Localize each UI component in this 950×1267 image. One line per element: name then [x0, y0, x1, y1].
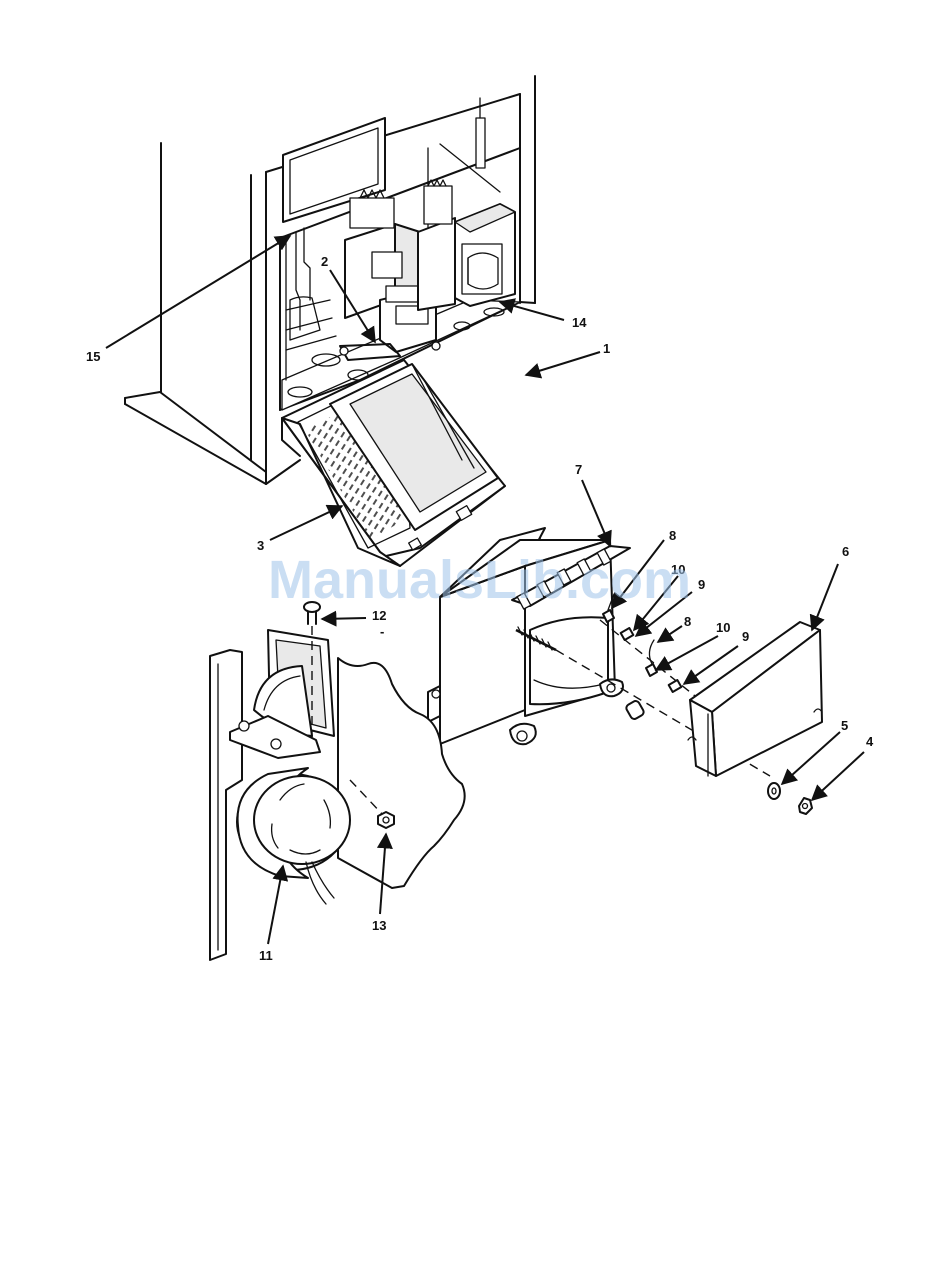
callout-9a: 9 — [698, 577, 705, 592]
terminal-cover — [688, 622, 822, 776]
leader-6 — [812, 564, 838, 630]
fan-assembly — [210, 602, 465, 960]
callout-13: 13 — [372, 918, 386, 933]
stray-dash: - — [380, 624, 384, 639]
leader-14 — [500, 302, 564, 320]
leader-11 — [268, 866, 283, 944]
washer-and-nut — [768, 783, 812, 814]
callout-11: 11 — [259, 948, 273, 963]
callout-2: 2 — [321, 254, 328, 269]
callout-8a: 8 — [669, 528, 676, 543]
callout-4: 4 — [866, 734, 874, 749]
callout-9b: 9 — [742, 629, 749, 644]
leader-8b — [658, 626, 682, 642]
callout-10b: 10 — [716, 620, 730, 635]
callout-8b: 8 — [684, 614, 691, 629]
leader-5 — [782, 732, 840, 784]
callout-3: 3 — [257, 538, 264, 553]
callout-15: 15 — [86, 349, 100, 364]
leader-10b — [656, 636, 718, 670]
callout-12: 12 — [372, 608, 386, 623]
leader-12 — [322, 618, 366, 619]
callout-6: 6 — [842, 544, 849, 559]
callout-5: 5 — [841, 718, 848, 733]
leader-15 — [106, 236, 290, 348]
leader-7 — [582, 480, 610, 546]
callout-7: 7 — [575, 462, 582, 477]
leader-1 — [526, 352, 600, 375]
leader-3 — [270, 506, 342, 540]
watermark-text: ManualsLib.com — [268, 550, 691, 610]
callout-14: 14 — [572, 315, 587, 330]
callout-1: 1 — [603, 341, 610, 356]
leader-4 — [812, 752, 864, 800]
